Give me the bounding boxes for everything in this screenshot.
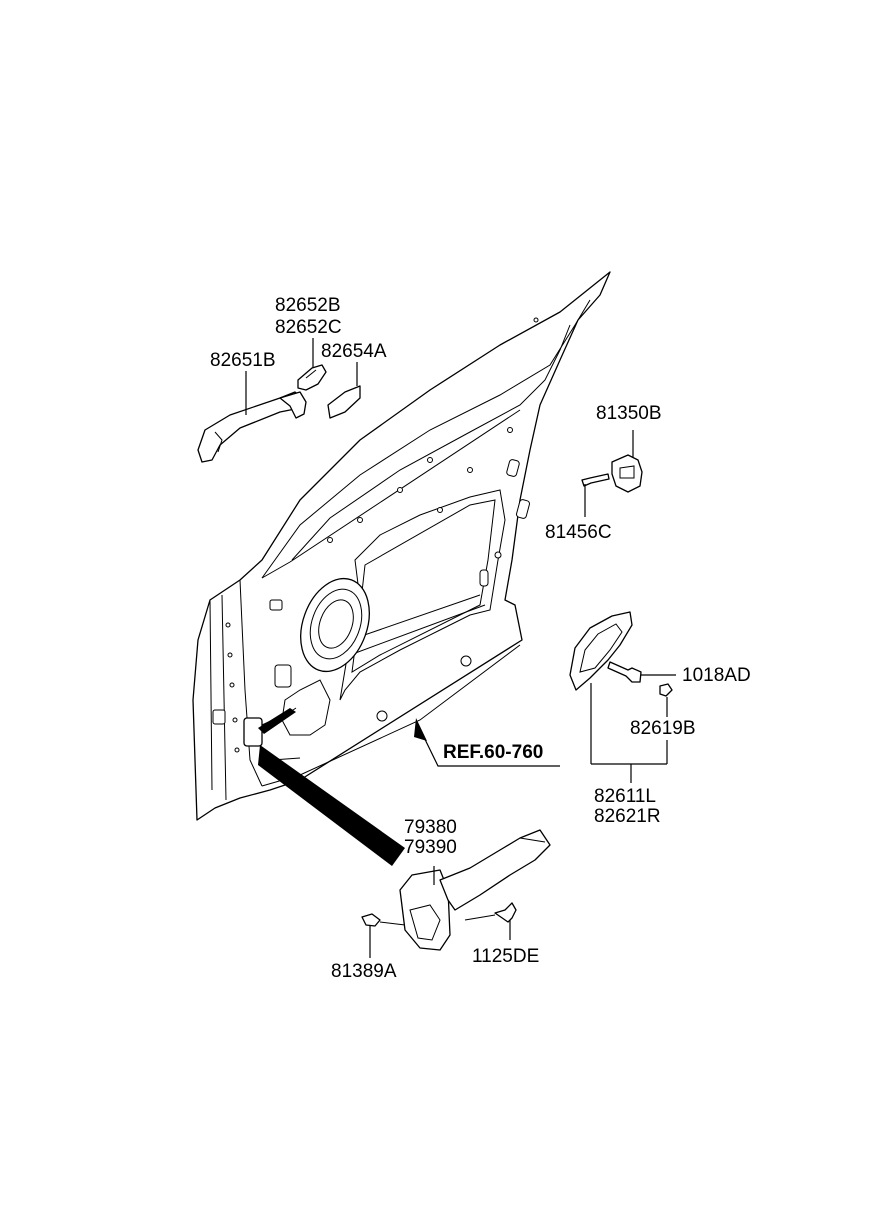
leader-lines [245,338,676,958]
label-1018AD: 1018AD [682,665,751,686]
door-striker [611,454,643,493]
label-79390: 79390 [404,837,457,858]
inside-handle-screw [607,661,642,683]
detail-arrow [258,745,405,866]
label-ref-60-760: REF.60-760 [443,742,543,763]
handle-cover-cap [297,364,327,391]
inside-door-handle [569,611,633,691]
label-79380: 79380 [404,817,457,838]
label-82651B: 82651B [210,350,276,371]
label-81456C: 81456C [545,522,612,543]
label-81389A: 81389A [331,961,397,982]
door-panel [192,271,611,821]
screw-cap [659,683,673,697]
label-1125DE: 1125DE [472,946,539,967]
striker-screw [581,473,610,487]
label-82652C: 82652C [275,317,342,338]
handle-base-gasket [327,385,361,419]
label-82621R: 82621R [594,806,661,827]
label-82654A: 82654A [321,341,387,362]
label-82611L: 82611L [594,786,656,807]
label-81350B: 81350B [596,403,662,424]
door-checker [399,829,551,951]
checker-bolt [464,902,517,923]
label-82652B: 82652B [275,295,341,316]
checker-mounting-bolt [361,913,406,927]
outside-door-handle [197,391,307,463]
label-82619B: 82619B [630,718,696,739]
